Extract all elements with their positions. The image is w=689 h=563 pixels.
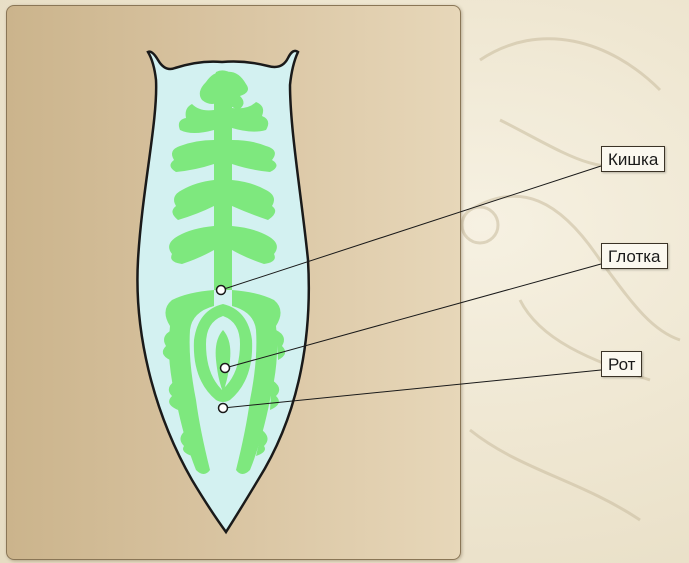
marker-gut — [217, 286, 226, 295]
marker-mouth — [219, 404, 228, 413]
marker-pharynx — [221, 364, 230, 373]
label-pharynx: Глотка — [601, 243, 668, 269]
label-gut: Кишка — [601, 146, 665, 172]
label-mouth: Рот — [601, 351, 642, 377]
